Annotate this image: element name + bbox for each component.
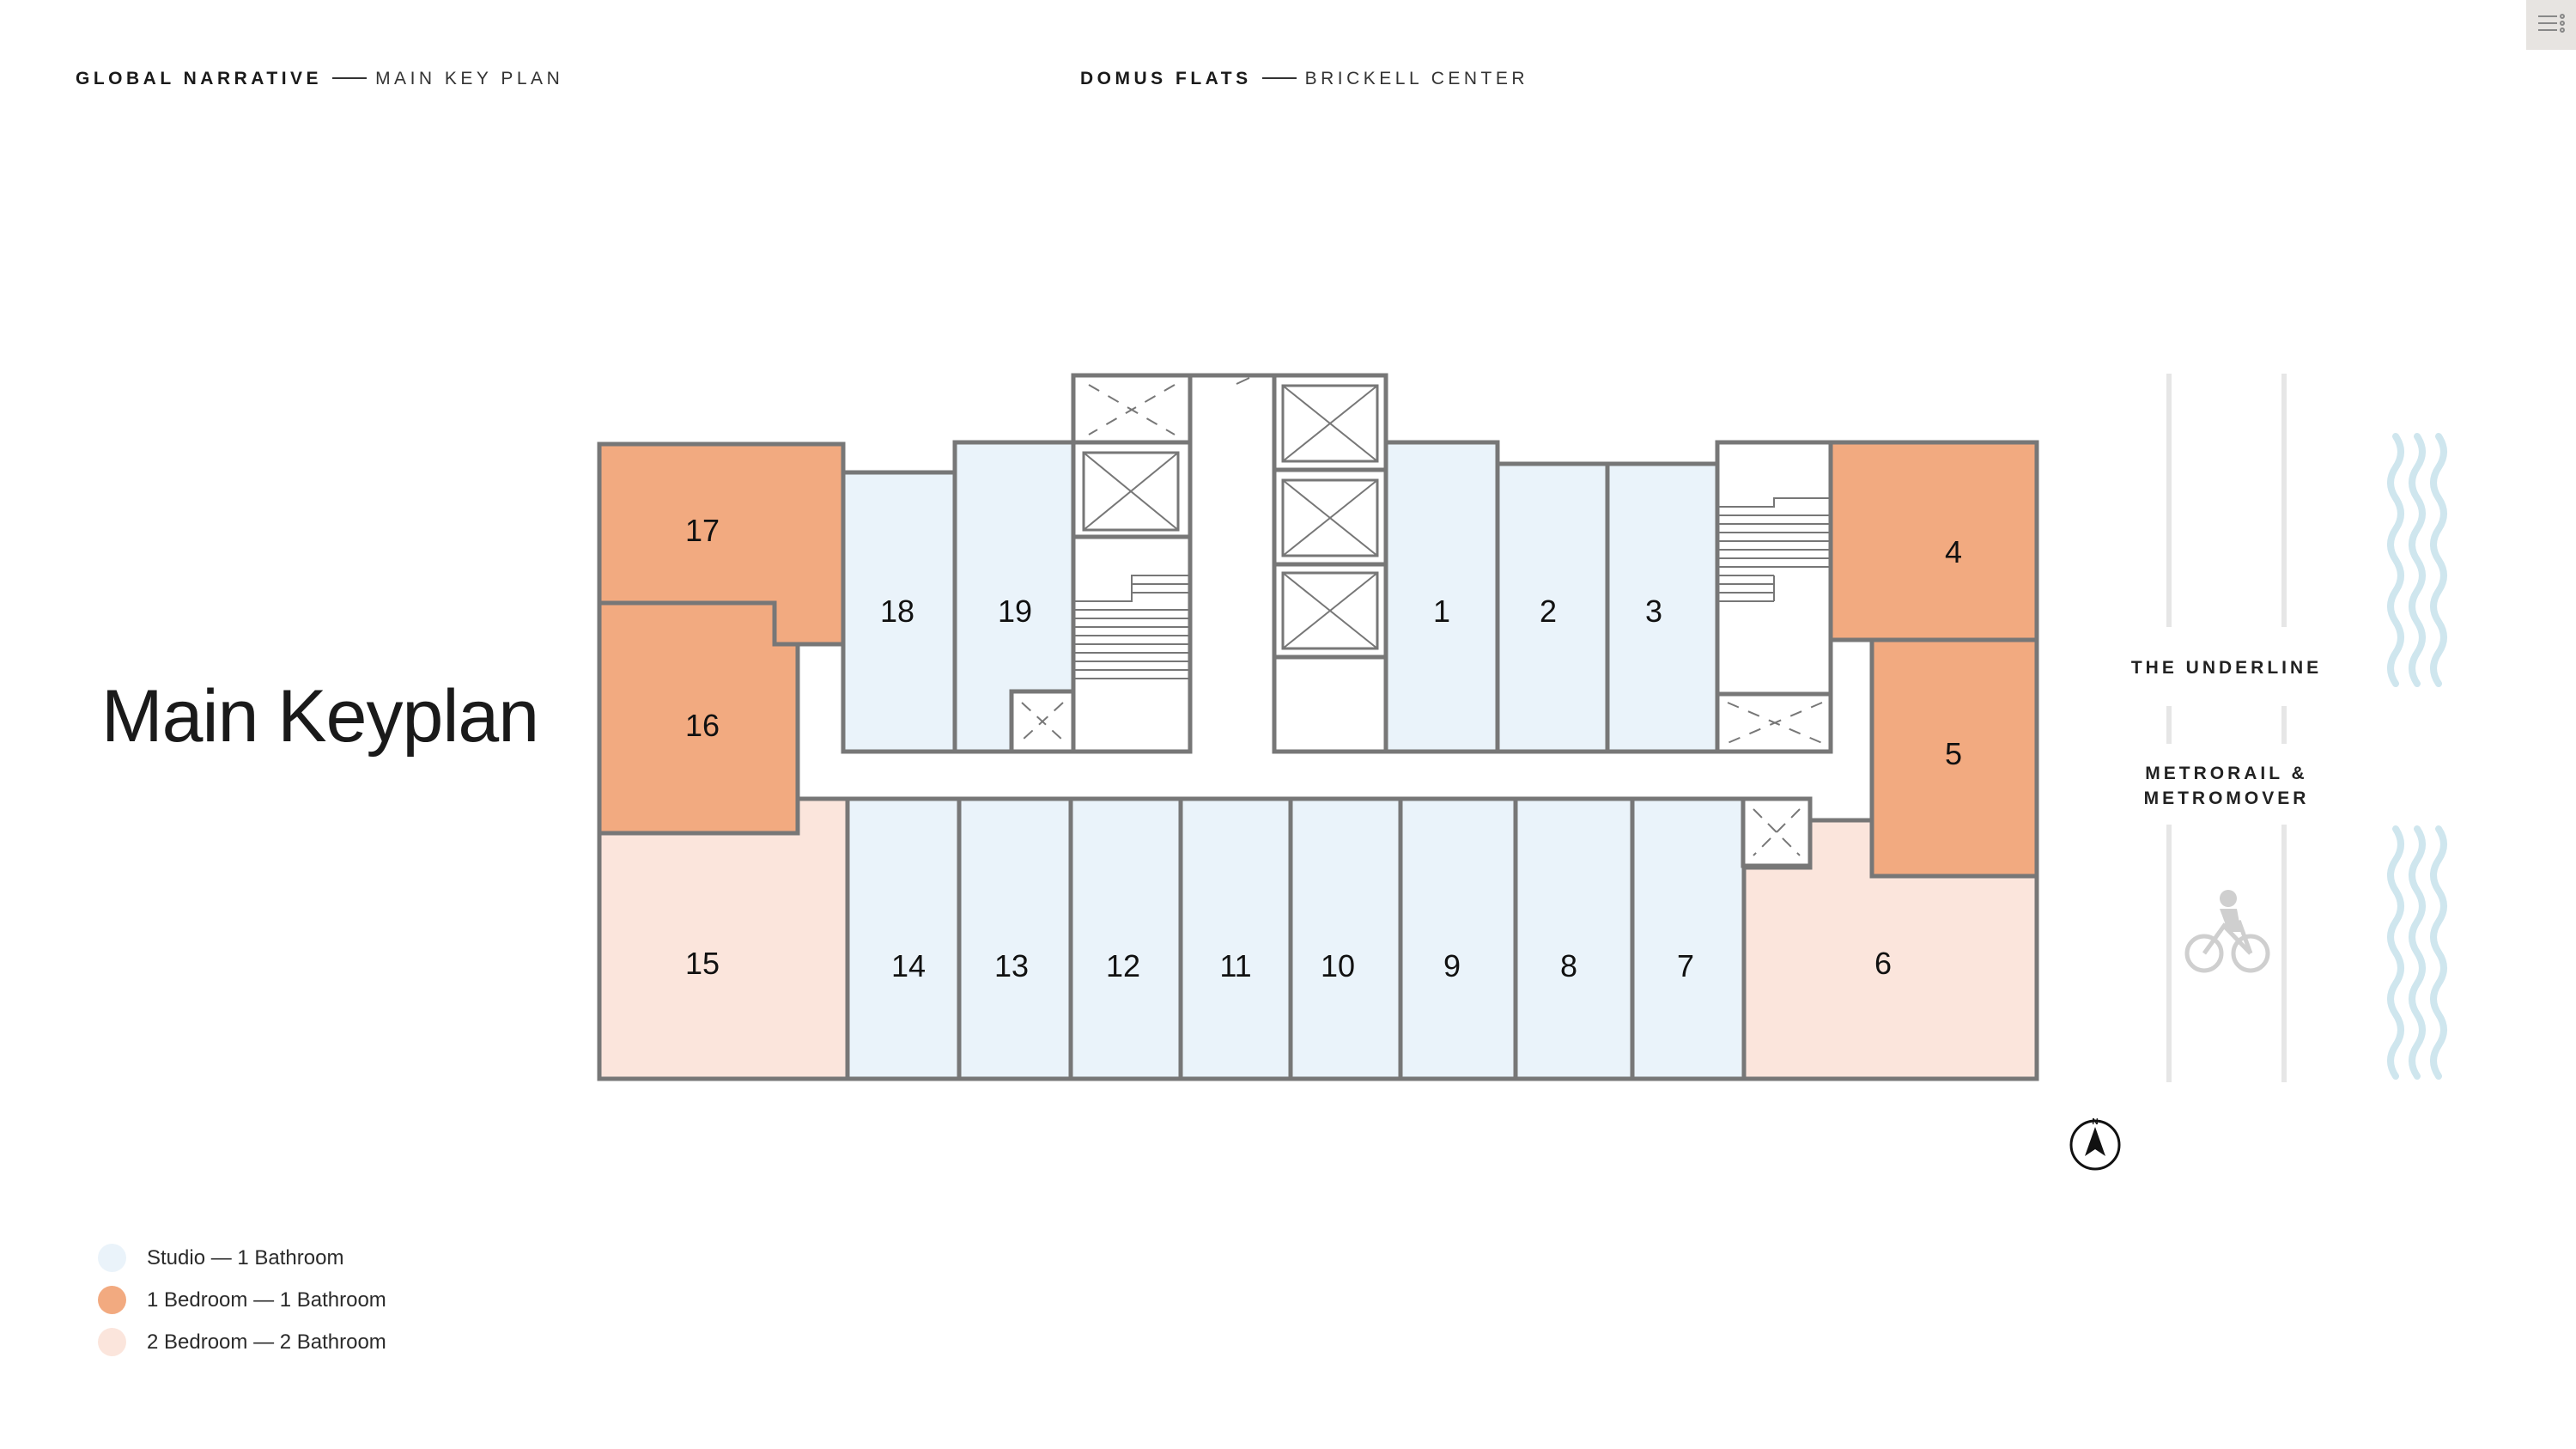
unit-label-16: 16 [685, 708, 720, 743]
unit-9-shape[interactable] [1398, 796, 1518, 1081]
stairs-icon [1075, 575, 1188, 679]
street-label-metrorail: METRORAIL & [2145, 764, 2307, 783]
legend-item-studio: Studio — 1 Bathroom [98, 1237, 386, 1279]
unit-label-10: 10 [1321, 948, 1355, 983]
north-label: N [2092, 1117, 2098, 1127]
water-wave-icon [2387, 825, 2447, 1080]
unit-label-11: 11 [1219, 948, 1251, 983]
street-label-metromover: METROMOVER [2144, 788, 2310, 808]
elevator-icon [1281, 384, 1379, 650]
legend-label: 2 Bedroom — 2 Bathroom [147, 1330, 386, 1354]
street-label-underline: THE UNDERLINE [2131, 658, 2322, 678]
project-name: DOMUS FLATS [1080, 69, 1252, 88]
unit-10-shape[interactable] [1288, 796, 1403, 1081]
legend-item-2-bedroom: 2 Bedroom — 2 Bathroom [98, 1321, 386, 1363]
unit-label-2: 2 [1540, 594, 1557, 629]
unit-label-15: 15 [685, 946, 720, 981]
menu-button[interactable] [2526, 0, 2576, 50]
street-lines [2166, 374, 2287, 1082]
project-title: DOMUS FLATS BRICKELL CENTER [1080, 69, 1528, 89]
legend-swatch-studio [98, 1244, 126, 1272]
unit-label-3: 3 [1645, 594, 1662, 629]
unit-label-13: 13 [994, 948, 1029, 983]
breadcrumb-secondary: MAIN KEY PLAN [375, 69, 564, 88]
legend-item-1-bedroom: 1 Bedroom — 1 Bathroom [98, 1279, 386, 1321]
unit-label-19: 19 [998, 594, 1032, 629]
unit-label-8: 8 [1560, 948, 1577, 983]
breadcrumb-primary[interactable]: GLOBAL NARRATIVE [76, 69, 323, 88]
breadcrumb: GLOBAL NARRATIVE MAIN KEY PLAN [76, 69, 563, 89]
unit-label-9: 9 [1443, 948, 1461, 983]
legend-swatch-1-bedroom [98, 1286, 126, 1314]
legend-label: 1 Bedroom — 1 Bathroom [147, 1288, 386, 1312]
unit-label-12: 12 [1106, 948, 1140, 983]
project-separator [1261, 77, 1297, 80]
unit-label-17: 17 [685, 513, 720, 548]
unit-4-shape[interactable] [1828, 440, 2039, 642]
unit-13-shape[interactable] [957, 796, 1073, 1081]
water-wave-icon [2387, 433, 2447, 687]
unit-label-4: 4 [1945, 534, 1962, 569]
unit-2-shape[interactable] [1495, 461, 1610, 754]
legend: Studio — 1 Bathroom 1 Bedroom — 1 Bathro… [98, 1237, 386, 1363]
unit-11-shape[interactable] [1178, 796, 1293, 1081]
unit-7-shape[interactable] [1630, 796, 1747, 1081]
project-location: BRICKELL CENTER [1304, 69, 1529, 88]
elevator-icon [1082, 451, 1180, 532]
unit-8-shape[interactable] [1513, 796, 1635, 1081]
unit-5-shape[interactable] [1869, 637, 2039, 879]
unit-12-shape[interactable] [1068, 796, 1183, 1081]
legend-swatch-2-bedroom [98, 1328, 126, 1356]
stairs-icon [1719, 497, 1829, 602]
unit-label-14: 14 [891, 948, 926, 983]
north-arrow-icon: N [2069, 1117, 2121, 1171]
unit-14-shape[interactable] [845, 796, 962, 1081]
breadcrumb-separator [332, 77, 368, 80]
unit-label-7: 7 [1677, 948, 1694, 983]
page-title: Main Keyplan [101, 675, 539, 758]
unit-label-18: 18 [880, 594, 914, 629]
unit-15-shape[interactable] [597, 796, 850, 1081]
unit-18-shape[interactable] [841, 470, 957, 754]
menu-icon [2538, 14, 2565, 33]
unit-label-5: 5 [1945, 736, 1962, 771]
legend-label: Studio — 1 Bathroom [147, 1245, 344, 1269]
unit-3-shape[interactable] [1605, 461, 1720, 754]
bicycle-icon [2184, 890, 2270, 973]
unit-label-1: 1 [1433, 594, 1450, 629]
unit-label-6: 6 [1874, 946, 1892, 981]
core-left [1071, 373, 1193, 754]
